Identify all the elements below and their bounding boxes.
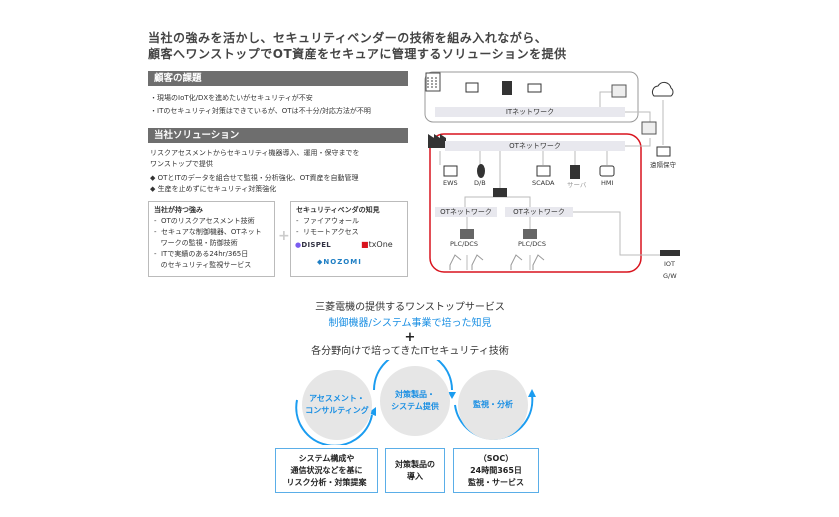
issue-item: ・現場のIoT化/DXを進めたいがセキュリティが不安 — [150, 94, 313, 102]
strengths-box: 当社が持つ強み - OTのリスクアセスメント技術 - セキュアな制御機器、OTネ… — [148, 201, 275, 277]
iot-gateway-icon — [660, 250, 680, 256]
server-icon — [570, 165, 580, 179]
issue-item: ・ITのセキュリティ対策はできているが、OTは不十分/対応方法が不明 — [150, 107, 371, 115]
laptop-icon — [527, 83, 542, 93]
circle-assessment: アセスメント・コンサルティング — [302, 370, 372, 440]
device-label: サーバ — [567, 181, 587, 189]
solution-desc: リスクアセスメントからセキュリティ機器導入、運用・保守までを — [150, 149, 360, 157]
ot-zone — [429, 133, 642, 273]
header-line2: 顧客へワンストップでOT資産をセキュアに管理するソリューションを提供 — [148, 47, 567, 61]
device-label: SCADA — [532, 179, 555, 187]
service-title: 三菱電機の提供するワンストップサービス — [315, 302, 505, 313]
plc-label: PLC/DCS — [518, 240, 546, 248]
header-line1: 当社の強みを活かし、セキュリティベンダーの技術を組み入れながら、 — [148, 31, 548, 45]
strength-item: - セキュアな制御機器、OTネット — [154, 228, 262, 236]
arrow-arc — [295, 399, 373, 445]
plc-icon — [523, 229, 537, 239]
vendor-title: セキュリティベンダの知見 — [296, 206, 380, 214]
service-box: （SOC）24時間365日監視・サービス — [453, 448, 539, 493]
circle-monitoring: 監視・分析 — [458, 370, 528, 440]
plc-label: PLC/DCS — [450, 240, 478, 248]
it-zone — [424, 71, 639, 123]
ot-network-bar: OTネットワーク — [445, 141, 625, 151]
device-label: HMI — [601, 179, 614, 187]
pc-icon — [465, 82, 479, 93]
circle-products: 対策製品・システム提供 — [380, 366, 450, 436]
cloud-icon — [651, 81, 674, 97]
vendor-box: セキュリティベンダの知見 - ファイアウォール - リモートアクセス ●DISP… — [290, 201, 408, 277]
service-line2: 各分野向けで培ってきたITセキュリティ技術 — [311, 346, 509, 357]
service-box: システム構成や通信状況などを基にリスク分析・対策提案 — [275, 448, 378, 493]
txone-logo: ■txOne — [361, 240, 393, 249]
robot-arm-icon — [449, 254, 545, 270]
server-icon — [502, 81, 512, 95]
pc-icon — [443, 165, 458, 177]
it-network-bar: ITネットワーク — [435, 107, 625, 117]
pc-icon — [536, 165, 551, 177]
solution-point: ◆ 生産を止めずにセキュリティ対策強化 — [150, 185, 277, 193]
plus-icon: + — [404, 330, 416, 345]
service-box: 対策製品の導入 — [385, 448, 445, 493]
strengths-title: 当社が持つ強み — [154, 206, 203, 214]
strength-item: - OTのリスクアセスメント技術 — [154, 217, 255, 225]
strength-item: - ITで実績のある24hr/365日 — [154, 250, 249, 258]
ot-subnetwork-bar: OTネットワーク — [435, 207, 497, 217]
issues-title: 顧客の課題 — [148, 71, 408, 86]
laptop-icon — [656, 146, 671, 157]
ot-subnetwork-bar: OTネットワーク — [505, 207, 573, 217]
arrow-head — [448, 392, 456, 399]
solution-title: 当社ソリューション — [148, 128, 408, 143]
dispel-logo: ●DISPEL — [295, 241, 332, 249]
arrow-arc — [373, 360, 453, 391]
remote-label: 遠隔保守 — [650, 161, 676, 169]
firewall-icon — [611, 84, 627, 98]
nozomi-logo: ◆NOZOMI — [317, 258, 362, 266]
database-icon — [477, 164, 485, 178]
arrow-head — [528, 389, 536, 397]
switch-icon — [493, 188, 507, 197]
factory-icon — [428, 134, 446, 148]
solution-point: ◆ OTとITのデータを組合せて監視・分析強化、OT資産を自動管理 — [150, 174, 359, 182]
device-label: D/B — [474, 179, 486, 187]
vendor-item: - ファイアウォール — [296, 217, 359, 225]
device-label: EWS — [443, 179, 458, 187]
strength-item: のセキュリティ監視サービス — [154, 261, 252, 269]
service-line1: 制御機器/システム事業で培った知見 — [328, 318, 492, 329]
solution-desc: ワンストップで提供 — [150, 160, 213, 168]
hmi-icon — [599, 165, 615, 177]
iot-label: IOT — [664, 260, 676, 268]
gw-label: G/W — [663, 272, 677, 280]
network-diagram — [424, 71, 680, 273]
firewall-icon — [641, 121, 657, 135]
vendor-item: - リモートアクセス — [296, 228, 359, 236]
plus-icon: + — [278, 228, 290, 244]
building-windows — [427, 76, 437, 88]
plc-icon — [460, 229, 474, 239]
strength-item: ワークの監視・防御技術 — [154, 239, 238, 247]
